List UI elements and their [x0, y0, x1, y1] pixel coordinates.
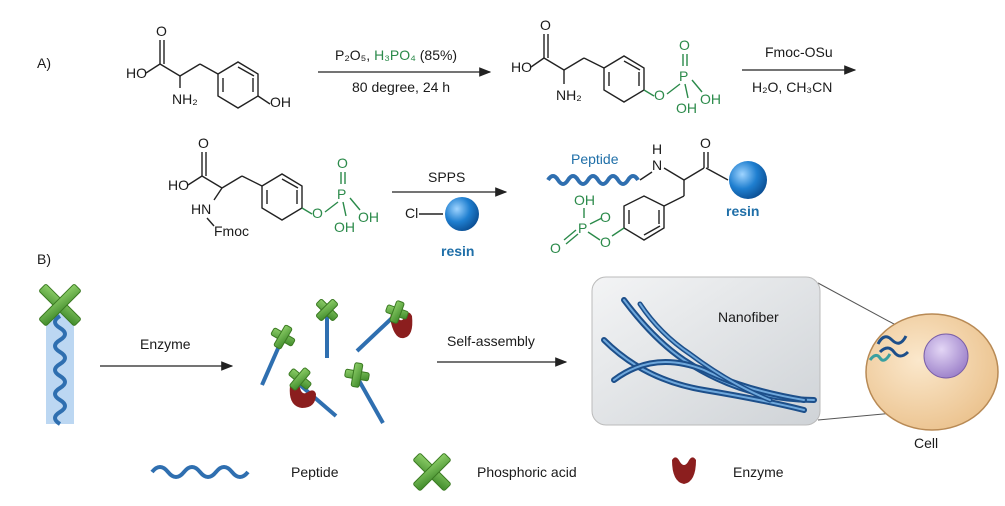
legend-enzyme-icon	[672, 457, 696, 484]
svg-text:O: O	[679, 37, 690, 53]
legend-phosphate-icon	[413, 453, 451, 491]
svg-text:P: P	[679, 68, 688, 84]
fmoc-phosphotyrosine-molecule: HO O HN Fmoc O P O OH OH	[168, 135, 379, 239]
phosphate-cross-icon	[39, 284, 81, 326]
svg-text:HO: HO	[168, 177, 189, 193]
reaction-arrow-2: Fmoc-OSu H₂O, CH₃CN	[742, 44, 857, 95]
svg-text:OH: OH	[574, 192, 595, 208]
svg-text:H: H	[652, 141, 662, 157]
legend-peptide-label: Peptide	[291, 464, 339, 480]
svg-text:OH: OH	[700, 91, 721, 107]
svg-text:O: O	[550, 240, 561, 256]
svg-text:O: O	[312, 205, 323, 221]
legend: Peptide Phosphoric acid Enzyme	[150, 453, 784, 491]
spps-label: SPPS	[428, 169, 465, 185]
svg-text:P: P	[337, 186, 346, 202]
svg-text:OH: OH	[334, 219, 355, 235]
section-a-label: A)	[37, 55, 51, 71]
nanofiber-label: Nanofiber	[718, 309, 779, 325]
reaction-arrow-1: P₂O₅, H₃PO₄ (85%) 80 degree, 24 h	[318, 47, 492, 95]
tyrosine-molecule: HO O NH₂ OH	[126, 23, 291, 110]
phosphotyrosine-molecule: HO O NH₂ O P O OH OH	[511, 17, 721, 116]
conditions-label: 80 degree, 24 h	[352, 79, 450, 95]
legend-peptide-icon	[150, 465, 250, 479]
peptide-label: Peptide	[571, 151, 619, 167]
percent-label: (85%)	[420, 47, 457, 63]
svg-text:resin: resin	[726, 203, 759, 219]
svg-text:P₂O₅, H₃PO₄: P₂O₅, H₃PO₄ (85%)	[335, 47, 457, 63]
self-assembly-arrow: Self-assembly	[437, 333, 568, 367]
fmoc-osu-label: Fmoc-OSu	[765, 44, 833, 60]
resin-bound-peptide: Peptide H N O resin O P O OH O	[546, 135, 767, 256]
svg-text:Fmoc: Fmoc	[214, 223, 249, 239]
phenol-oh-label: OH	[270, 94, 291, 110]
amine-label: NH₂	[172, 91, 198, 107]
h3po4-label: H₃PO₄	[374, 47, 416, 63]
svg-text:O: O	[600, 234, 611, 250]
resin-bead	[445, 197, 479, 231]
svg-text:P: P	[578, 220, 587, 236]
svg-text:HO: HO	[511, 59, 532, 75]
svg-text:OH: OH	[676, 100, 697, 116]
enzyme-arrow: Enzyme	[100, 336, 234, 371]
svg-text:O: O	[654, 87, 665, 103]
enzyme-arrow-label: Enzyme	[140, 336, 191, 352]
svg-text:N: N	[652, 157, 662, 173]
svg-text:O: O	[337, 155, 348, 171]
nanofiber-panel: Nanofiber	[591, 276, 906, 426]
svg-text:O: O	[600, 209, 611, 225]
cleaved-fragments	[260, 299, 413, 424]
precursor-peptide	[39, 284, 81, 426]
p2o5-label: P₂O₅,	[335, 47, 370, 63]
resin-bead-product	[729, 161, 767, 199]
solvent-label: H₂O, CH₃CN	[752, 79, 832, 95]
cell-label: Cell	[914, 435, 938, 451]
svg-text:OH: OH	[358, 209, 379, 225]
svg-text:O: O	[700, 135, 711, 151]
resin-label: resin	[441, 243, 474, 259]
self-assembly-label: Self-assembly	[447, 333, 535, 349]
legend-phosphoric-acid-label: Phosphoric acid	[477, 464, 577, 480]
chloride-label: Cl	[405, 205, 418, 221]
section-b-label: B)	[37, 251, 51, 267]
cell-illustration: Cell	[865, 313, 999, 451]
svg-text:NH₂: NH₂	[556, 87, 582, 103]
svg-text:O: O	[540, 17, 551, 33]
peptide-chain	[546, 174, 640, 186]
legend-enzyme-label: Enzyme	[733, 464, 784, 480]
carbonyl-o-label: O	[156, 23, 167, 39]
svg-text:HN: HN	[191, 201, 211, 217]
svg-text:O: O	[198, 135, 209, 151]
reaction-arrow-3: SPPS Cl resin	[392, 169, 508, 259]
hydroxyl-label: HO	[126, 65, 147, 81]
